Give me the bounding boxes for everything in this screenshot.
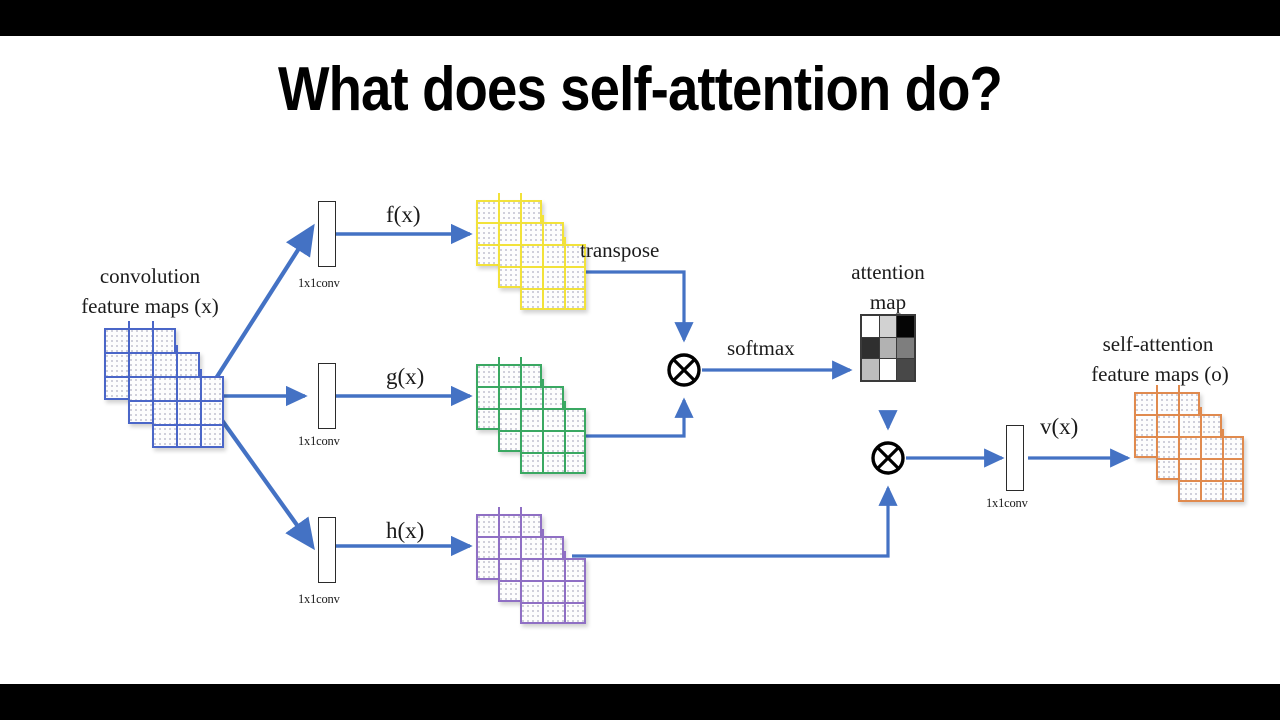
attention-map-cell-r3-c3 (897, 359, 915, 381)
feature-map-sheet (520, 237, 586, 310)
feature-map-sheet (520, 551, 586, 624)
branch-g-function-label: g(x) (386, 364, 425, 389)
conv-1x1-g[interactable] (318, 363, 336, 429)
conv-1x1-f-label: 1x1conv (298, 276, 340, 290)
letterbox-top (0, 0, 1280, 36)
page-title: What does self-attention do? (277, 55, 1003, 124)
slide-canvas: What does self-attention do? (0, 36, 1280, 684)
attention-map-label-line1: attention (851, 260, 925, 284)
conv-1x1-output-label: 1x1conv (986, 496, 1028, 510)
softmax-label: softmax (727, 336, 795, 360)
input-label-line1: convolution (99, 264, 201, 288)
conv-1x1-g-label: 1x1conv (298, 434, 340, 448)
self-attention-diagram: convolution feature maps (x) 1x1conv f(x… (0, 36, 1280, 684)
attention-map-cell-r2-c2 (879, 337, 897, 359)
feature-map-sheet (1178, 429, 1244, 502)
attention-map-cell-r1-c1 (861, 315, 879, 337)
attention-map-label-line2: map (869, 290, 907, 314)
attention-map-cell-r3-c2 (879, 359, 897, 381)
attention-map-cell-r1-c3 (897, 315, 915, 337)
conv-1x1-h-label: 1x1conv (298, 592, 340, 606)
output-label-line2: feature maps (o) (1091, 362, 1229, 386)
matmul-attention-operator (667, 353, 701, 387)
branch-h-function-label: h(x) (386, 518, 425, 543)
letterbox-bottom (0, 684, 1280, 720)
attention-map-cell-r1-c2 (879, 315, 897, 337)
attention-map-cell-r2-c1 (861, 337, 879, 359)
conv-1x1-output[interactable] (1006, 425, 1024, 491)
transpose-label: transpose (580, 238, 660, 262)
input-label-line2: feature maps (x) (81, 294, 219, 318)
feature-map-sheet (520, 401, 586, 474)
output-label-line1: self-attention (1102, 332, 1214, 356)
conv-1x1-h[interactable] (318, 517, 336, 583)
attention-map-cell-r3-c1 (861, 359, 879, 381)
attention-map-cell-r2-c3 (897, 337, 915, 359)
attention-map (860, 314, 916, 382)
value-function-label: v(x) (1040, 414, 1079, 439)
feature-map-sheet (152, 369, 224, 448)
matmul-value-operator (871, 441, 905, 475)
conv-1x1-f[interactable] (318, 201, 336, 267)
branch-f-function-label: f(x) (386, 202, 421, 227)
